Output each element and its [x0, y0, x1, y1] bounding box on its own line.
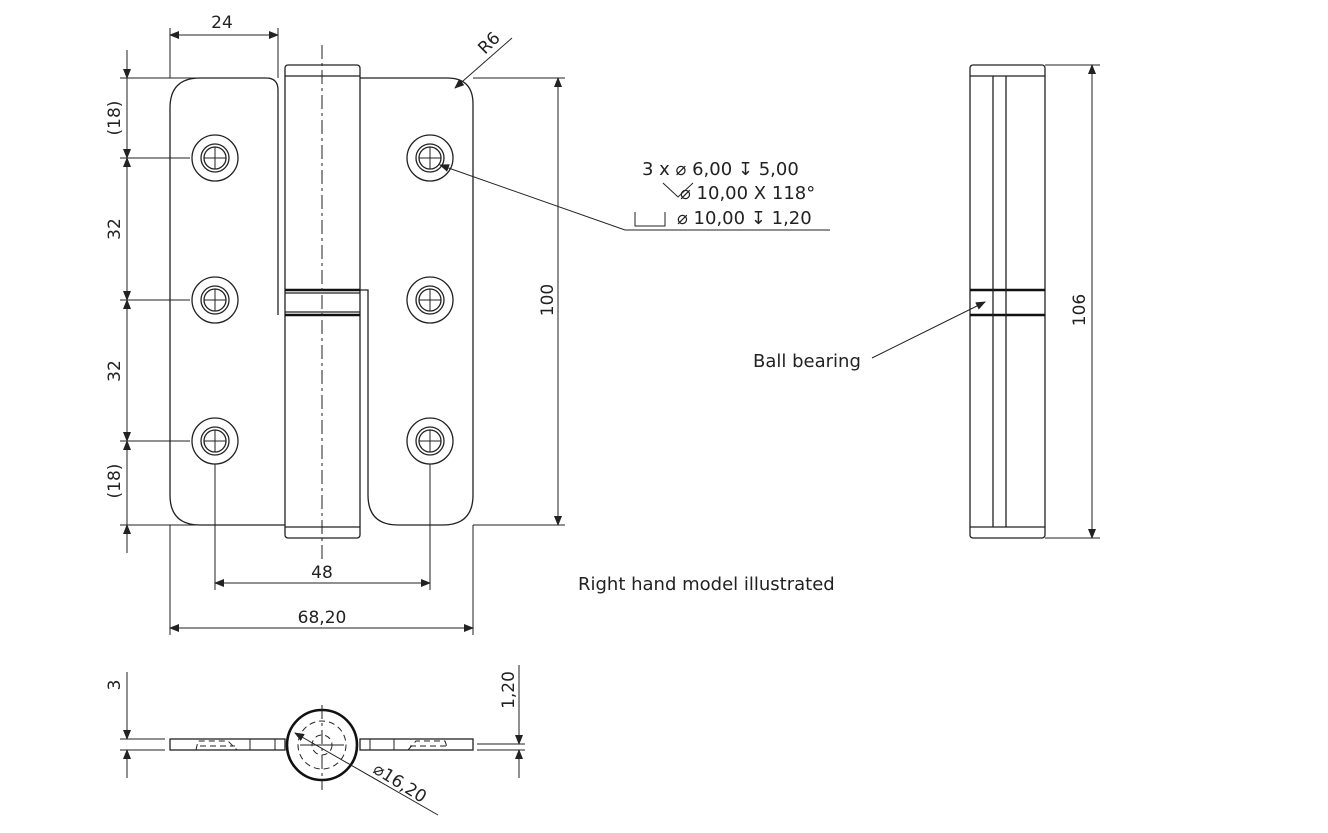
hole: [406, 417, 454, 465]
dim-overall-width: 68,20: [298, 608, 347, 628]
dim-leaf-height: 100: [538, 284, 558, 316]
hole-callout-line3: ⌀ 10,00 ↧ 1,20: [677, 208, 812, 229]
dim-top-margin: (18): [105, 101, 125, 136]
dim-plate-thickness: 1,20: [499, 671, 519, 709]
right-leaf: [360, 77, 474, 526]
screw-holes: [191, 134, 454, 465]
dimension-lines: [120, 28, 830, 635]
side-view: 106 Ball bearing: [753, 64, 1100, 539]
dim-bottom-margin: (18): [105, 464, 125, 499]
hole: [406, 276, 454, 324]
left-leaf: [169, 77, 285, 526]
dim-thickness: 3: [105, 680, 125, 691]
hole: [406, 134, 454, 182]
ball-bearing-label: Ball bearing: [753, 351, 861, 372]
hole: [191, 417, 239, 465]
hole: [191, 276, 239, 324]
knuckle: [284, 45, 361, 560]
dim-hole-spacing-2: 32: [105, 360, 125, 382]
dim-corner-radius: R6: [474, 28, 504, 58]
dim-hole-spacing-1: 32: [105, 218, 125, 240]
top-view: 3 1,20 ⌀16,20: [105, 665, 525, 816]
dim-overall-height: 106: [1070, 294, 1090, 326]
model-note: Right hand model illustrated: [578, 574, 835, 595]
hole: [191, 134, 239, 182]
front-view: 24 R6 (18) 32 32 (18) 100 48 68,20 3 x ⌀…: [105, 13, 835, 635]
dim-24: 24: [211, 13, 233, 33]
hole-callout-line2: ⌀ 10,00 X 118°: [680, 183, 815, 204]
dim-hole-column-spacing: 48: [311, 563, 333, 583]
hole-callout-line1: 3 x ⌀ 6,00 ↧ 5,00: [642, 159, 799, 180]
dim-knuckle-diameter: ⌀16,20: [369, 759, 430, 807]
